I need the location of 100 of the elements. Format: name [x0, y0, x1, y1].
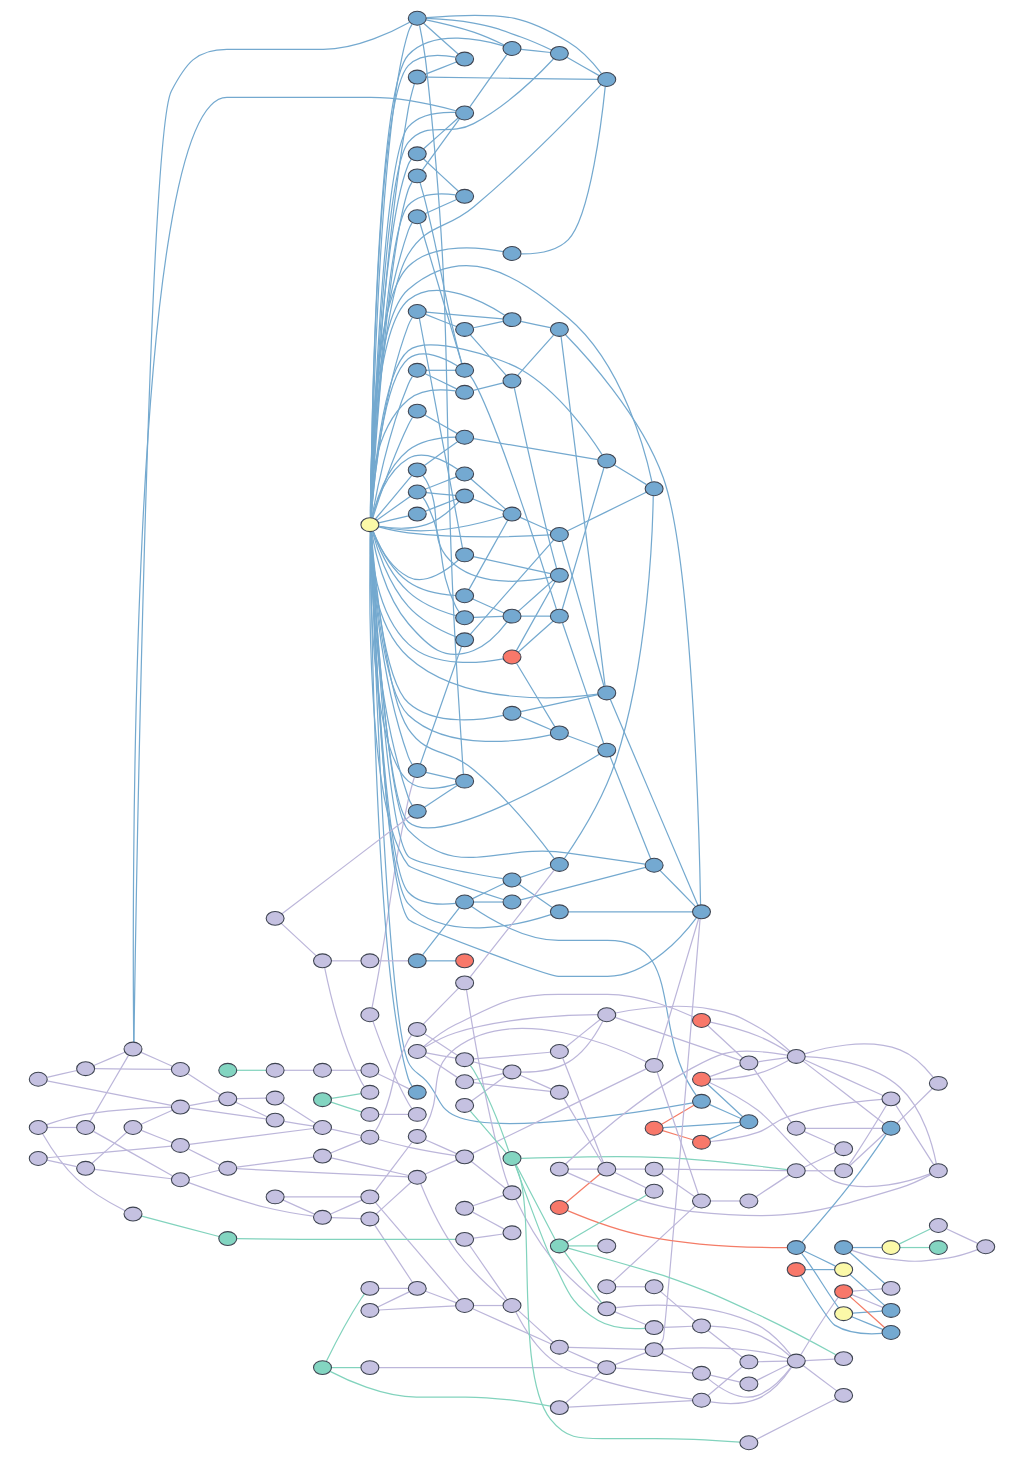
node-ellipse — [597, 1238, 617, 1254]
connector — [378, 1305, 457, 1311]
connector — [804, 1170, 835, 1172]
node-ellipse — [502, 1185, 522, 1201]
connector — [423, 1033, 458, 1056]
node-ellipse — [360, 1106, 380, 1122]
node-ellipse — [313, 1120, 332, 1135]
connector — [473, 1304, 504, 1307]
node-ellipse — [455, 1200, 475, 1216]
connector — [188, 1099, 220, 1107]
connector — [370, 316, 413, 519]
connector — [370, 289, 506, 519]
node-ellipse — [407, 362, 427, 378]
connector — [800, 1296, 839, 1356]
node-ellipse — [881, 1091, 901, 1107]
node-ellipse — [218, 1160, 238, 1176]
node-ellipse — [123, 1120, 143, 1135]
connector — [662, 1130, 694, 1141]
node-ellipse — [455, 1074, 475, 1090]
connector — [471, 1068, 647, 1154]
node-ellipse — [834, 1262, 854, 1278]
node-ellipse — [265, 1189, 285, 1205]
node-ellipse — [218, 1062, 238, 1078]
node-ellipse — [881, 1325, 901, 1340]
connector — [330, 1128, 362, 1137]
node-ellipse — [360, 1360, 380, 1376]
connector — [419, 646, 463, 765]
connector — [422, 907, 460, 956]
connector — [370, 247, 504, 519]
connector — [378, 1287, 409, 1289]
connector — [709, 1325, 791, 1357]
connector — [369, 531, 457, 789]
connector — [899, 1246, 930, 1249]
node-ellipse — [549, 567, 569, 583]
connector — [378, 501, 460, 529]
connector — [566, 1194, 648, 1243]
connector — [140, 1129, 173, 1144]
node-ellipse — [360, 1302, 380, 1318]
connector — [329, 1370, 551, 1407]
node-ellipse — [313, 1209, 332, 1225]
connector — [515, 1164, 741, 1443]
connector — [609, 756, 652, 860]
connector — [710, 1098, 883, 1143]
node-ellipse — [360, 1062, 380, 1078]
node-ellipse — [265, 1090, 285, 1106]
connector — [470, 1160, 506, 1189]
connector — [757, 1360, 788, 1363]
connector — [566, 56, 600, 77]
connector — [613, 464, 648, 486]
node-ellipse — [123, 1206, 143, 1222]
connector — [372, 416, 414, 519]
connector — [709, 1021, 790, 1053]
connector — [133, 21, 411, 1043]
connector — [236, 1168, 409, 1178]
node-ellipse — [407, 209, 427, 225]
node-ellipse — [407, 403, 427, 419]
node-ellipse — [502, 506, 522, 522]
connector — [662, 1347, 789, 1360]
connector — [425, 476, 457, 490]
connector — [92, 1130, 174, 1177]
connector — [520, 320, 551, 329]
connector — [561, 622, 605, 745]
node-ellipse — [455, 610, 475, 626]
node-ellipse — [597, 1161, 617, 1177]
connector — [659, 918, 701, 1345]
connector — [709, 1200, 741, 1202]
connector — [370, 58, 554, 519]
connector — [849, 1251, 886, 1284]
node-ellipse — [549, 1044, 569, 1059]
connector — [566, 1210, 788, 1249]
connector — [419, 222, 463, 365]
connector — [801, 1133, 887, 1243]
connector — [374, 1141, 413, 1192]
node-ellipse — [549, 1238, 569, 1254]
connector — [188, 1182, 314, 1217]
connector — [472, 498, 505, 512]
connector — [804, 1268, 835, 1271]
connector — [187, 1073, 222, 1096]
node-ellipse — [502, 1151, 522, 1166]
connector — [849, 1296, 886, 1329]
node-ellipse — [597, 1360, 617, 1376]
connector — [707, 1025, 743, 1059]
connector — [473, 438, 599, 461]
connector — [370, 37, 505, 519]
connector — [661, 1352, 695, 1371]
connector — [330, 1139, 363, 1154]
connector — [473, 1233, 504, 1239]
connector — [372, 530, 460, 581]
connector — [472, 598, 505, 614]
connector — [280, 922, 317, 957]
node-ellipse — [834, 1306, 854, 1322]
node-ellipse — [407, 168, 427, 184]
connector — [425, 960, 456, 962]
connector — [661, 1104, 695, 1125]
connector — [469, 869, 555, 978]
node-ellipse — [265, 1112, 285, 1128]
connector — [325, 1293, 365, 1362]
connector — [91, 1131, 128, 1164]
connector — [378, 1113, 409, 1115]
connector — [615, 1168, 646, 1170]
